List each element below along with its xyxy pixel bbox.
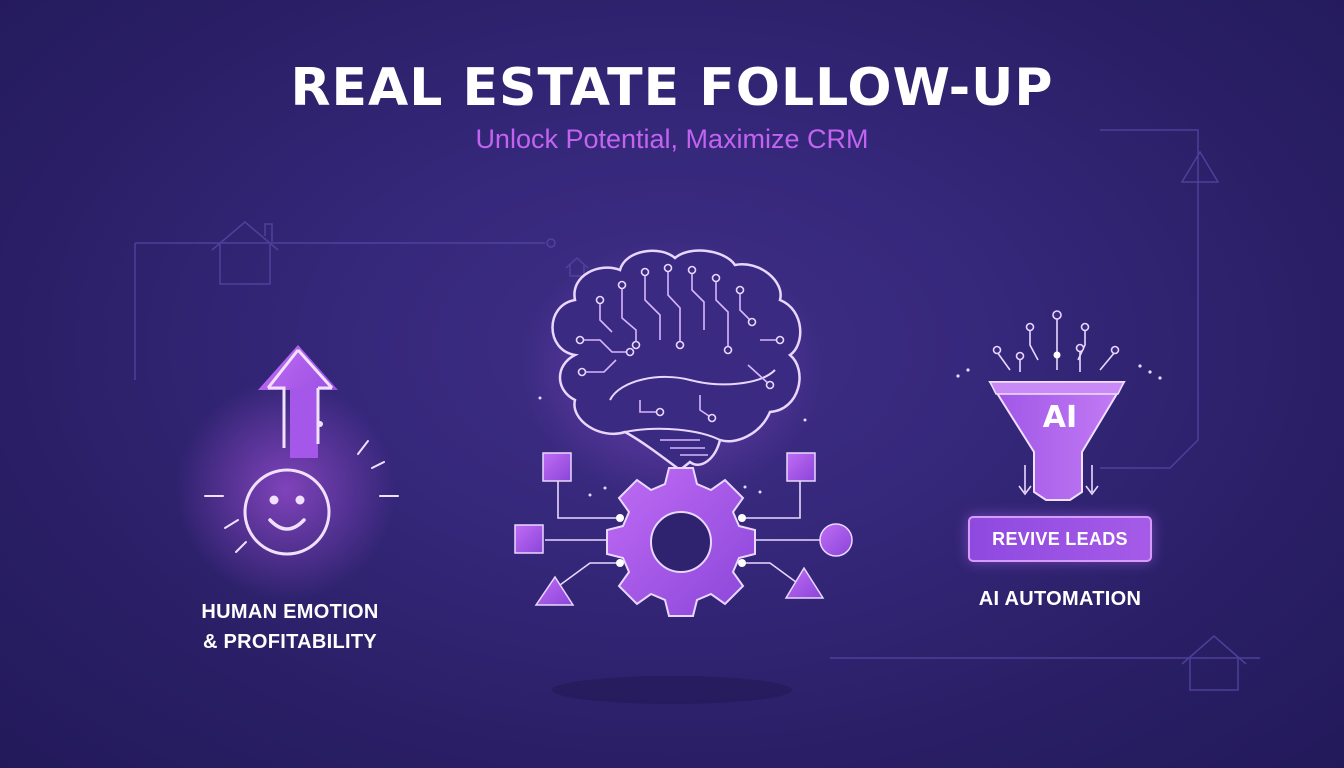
funnel-icon [956,310,1162,501]
page-title: REAL ESTATE FOLLOW-UP [290,58,1054,118]
page-subtitle: Unlock Potential, Maximize CRM [475,124,869,154]
triangle-outline-icon [1180,150,1220,183]
right-caption: AI AUTOMATION [978,588,1142,610]
house-outline-icon-right [1181,635,1247,691]
gear-icon [606,467,756,617]
revive-leads-button[interactable]: REVIVE LEADS [968,516,1152,562]
gear-network [514,396,853,704]
house-outline-icon [211,221,279,285]
smiley-arrow-up-icon [176,345,399,600]
left-caption-line2: & PROFITABILITY [202,631,378,653]
background-decorations [134,129,1260,691]
brain-circuit-icon [522,240,822,500]
left-caption-line1: HUMAN EMOTION [201,601,379,623]
left-caption: HUMAN EMOTION & PROFITABILITY [140,597,440,657]
funnel-ai-label: AI [1042,400,1078,435]
